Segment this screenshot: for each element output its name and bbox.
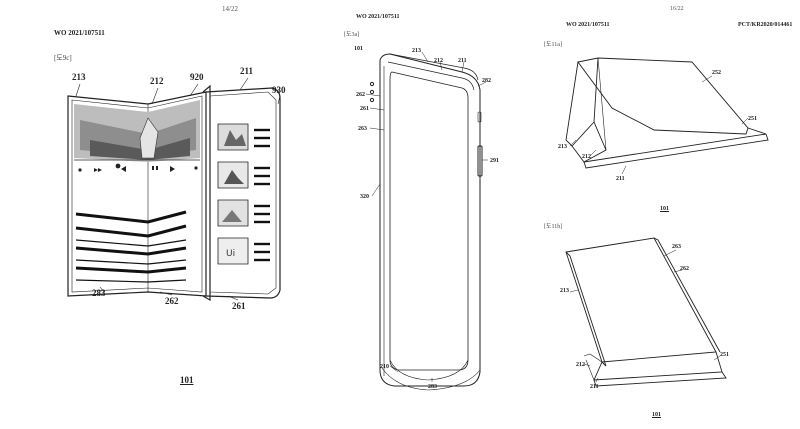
- ref-a-251: 251: [748, 116, 757, 122]
- figure-b-label: [도11b]: [544, 224, 563, 230]
- figure-a-number: 101: [660, 206, 669, 212]
- foldable-device-drawing: Ui: [0, 0, 336, 429]
- ref-283: 283: [92, 288, 106, 298]
- ref-a-211: 211: [616, 176, 625, 182]
- ref-a-212: 212: [582, 154, 591, 160]
- page-number: 14/22: [222, 5, 238, 13]
- ref-b-251: 251: [720, 352, 729, 358]
- ref-291: 291: [490, 158, 499, 164]
- publication-number: WO 2021/107511: [356, 14, 400, 20]
- ref-282: 282: [482, 78, 491, 84]
- page-number: 16/22: [670, 6, 684, 12]
- ref-101: 101: [354, 46, 363, 52]
- screen-image-area: [74, 100, 200, 162]
- ref-b-213: 213: [560, 288, 569, 294]
- ref-262: 262: [356, 92, 365, 98]
- ref-211: 211: [240, 66, 254, 76]
- ref-a-252: 252: [712, 70, 721, 76]
- ref-211: 211: [458, 58, 467, 64]
- figure-label: [도3a]: [344, 32, 360, 38]
- ref-213: 213: [412, 48, 421, 54]
- figure-label: [도9c]: [54, 54, 72, 62]
- figure-a-label: [도11a]: [544, 42, 562, 48]
- patent-sheet-fig3a: WO 2021/107511 [도3a] 101 213 212 211 282…: [336, 0, 536, 429]
- slim-device-drawing: [336, 0, 536, 429]
- ref-262: 262: [165, 296, 179, 306]
- ref-213: 213: [72, 72, 86, 82]
- pct-number: PCT/KR2020/014461: [738, 22, 793, 28]
- ref-210: 210: [380, 364, 389, 370]
- ref-261: 261: [360, 106, 369, 112]
- ref-b-262: 262: [680, 266, 689, 272]
- ref-263: 263: [358, 126, 367, 132]
- svg-text:Ui: Ui: [226, 249, 235, 259]
- patent-sheet-fig11: 16/22 WO 2021/107511 PCT/KR2020/014461 […: [536, 0, 800, 429]
- publication-number: WO 2021/107511: [566, 22, 610, 28]
- folded-device-drawings: [536, 0, 800, 429]
- ref-b-212: 212: [576, 362, 585, 368]
- text-lines-left: [76, 212, 186, 282]
- ref-920: 920: [190, 72, 204, 82]
- figure-b-number: 101: [652, 412, 661, 418]
- ref-930: 930: [272, 85, 286, 95]
- publication-number: WO 2021/107511: [54, 29, 105, 37]
- patent-sheet-fig9c: 14/22 WO 2021/107511 [도9c] 213 212 920 2…: [0, 0, 336, 429]
- media-controls: [78, 163, 198, 172]
- thumbnail-list: Ui: [218, 124, 248, 264]
- ref-261: 261: [232, 301, 246, 311]
- ref-320: 320: [360, 194, 369, 200]
- ref-212: 212: [434, 58, 443, 64]
- text-lines-right: [254, 130, 270, 260]
- ref-212: 212: [150, 76, 164, 86]
- figure-number: 101: [180, 375, 194, 385]
- ref-a-213: 213: [558, 144, 567, 150]
- ref-283: 283: [428, 384, 437, 390]
- ref-b-263: 263: [672, 244, 681, 250]
- ref-b-211: 211: [590, 384, 599, 390]
